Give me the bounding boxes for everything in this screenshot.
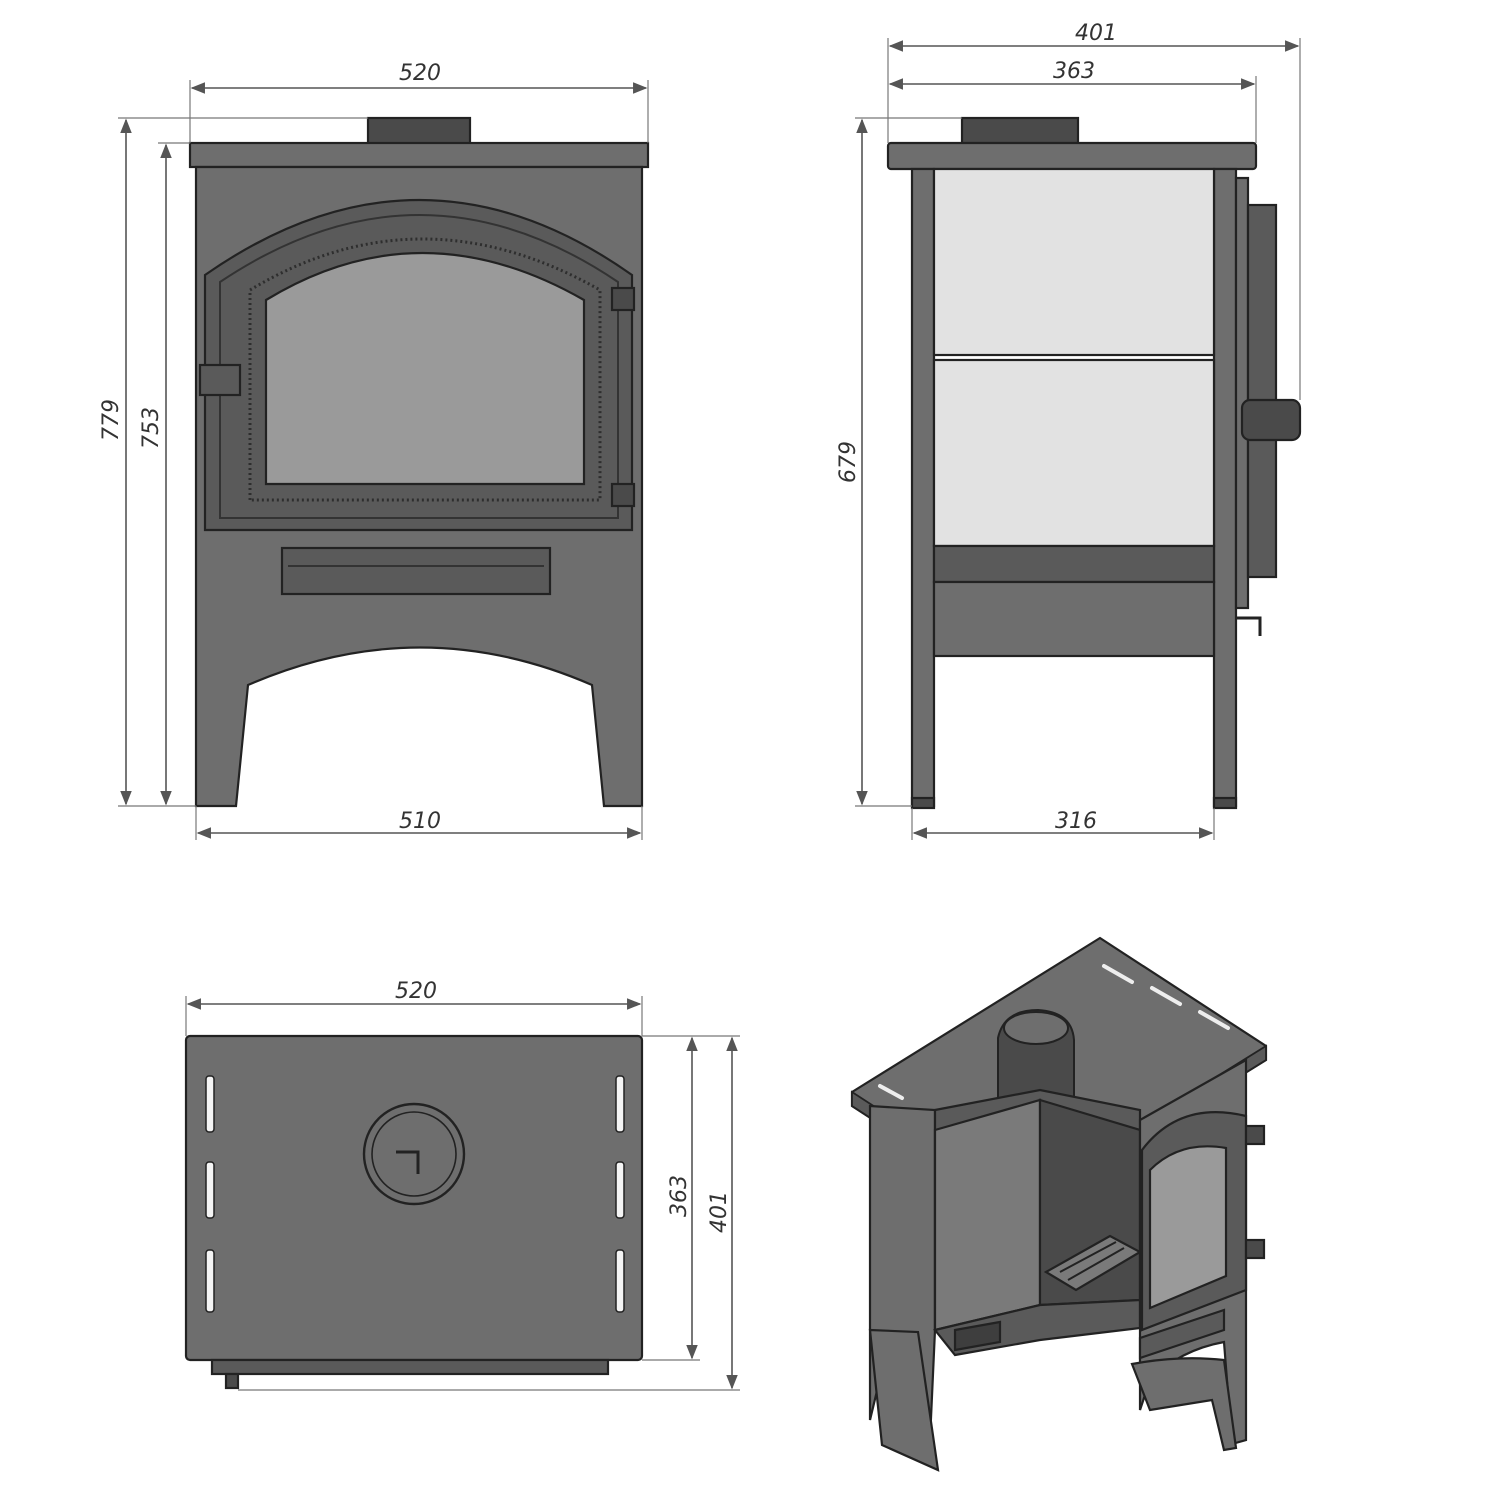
side-depth-total-label: 401 (1075, 21, 1117, 46)
side-rear-post (910, 167, 936, 808)
front-top-plate (188, 141, 650, 169)
front-door-hinge-upper (610, 286, 636, 312)
front-width-base-label: 510 (399, 809, 441, 834)
side-depth-base-label: 316 (1055, 809, 1097, 834)
front-door-handle (198, 363, 242, 397)
side-flue-collar (960, 116, 1080, 146)
iso-door-glass (1148, 1145, 1228, 1310)
front-width-top-label: 520 (399, 61, 441, 86)
top-depth-inner-label: 363 (667, 1175, 692, 1217)
side-depth-top-label: 363 (1053, 59, 1095, 84)
front-height-body-label: 753 (139, 407, 164, 449)
side-front-post (1212, 167, 1238, 808)
iso-slot-4 (878, 1084, 904, 1100)
iso-ash-slot (953, 1320, 1002, 1352)
top-view: 520 363 401 (184, 979, 740, 1391)
front-door-glass (264, 252, 586, 486)
top-door-handle-stub (224, 1372, 240, 1390)
top-vent-slot-right-3 (615, 1249, 625, 1313)
isometric-cutaway-view (850, 936, 1268, 1472)
iso-slot-2 (1150, 986, 1182, 1006)
top-vent-slot-left-2 (205, 1161, 215, 1219)
top-vent-slot-left-3 (205, 1249, 215, 1313)
side-front-foot (1212, 796, 1238, 810)
front-height-total-label: 779 (99, 399, 124, 441)
iso-door-hinge-upper (1244, 1124, 1266, 1146)
side-door-handle-profile (1240, 398, 1302, 442)
front-ash-pan (280, 546, 552, 596)
side-ash-lever (1236, 616, 1262, 636)
top-depth-total-label: 401 (707, 1191, 732, 1233)
iso-slot-3 (1198, 1010, 1230, 1030)
iso-slot-1 (1102, 964, 1134, 984)
top-vent-slot-right-1 (615, 1075, 625, 1133)
front-door-hinge-lower (610, 482, 636, 508)
top-flue-damper-mark (396, 1150, 420, 1174)
iso-right-leg (1130, 1357, 1238, 1452)
side-height-legs-label: 679 (836, 441, 861, 483)
top-flue-outlet-inner (371, 1111, 457, 1197)
iso-door-hinge-lower (1244, 1238, 1266, 1260)
iso-left-leg-arch (868, 1328, 940, 1472)
iso-flue-opening (1003, 1011, 1069, 1045)
side-base-skirt (932, 580, 1216, 658)
side-door-frame-profile (1246, 203, 1278, 579)
iso-grate-bars (1059, 1241, 1125, 1281)
top-flue-outlet (362, 1102, 466, 1206)
side-base-strip (932, 544, 1216, 584)
iso-ash-pan (1138, 1308, 1226, 1360)
front-door-inner-frame (219, 214, 619, 519)
top-vent-slot-left-1 (205, 1075, 215, 1133)
front-door-bead-trim (248, 237, 602, 502)
top-vent-slot-right-2 (615, 1161, 625, 1219)
side-rear-foot (910, 796, 936, 810)
side-panel-lower (932, 358, 1216, 548)
iso-inner-left-wall (933, 1098, 1042, 1332)
side-view: 401 363 679 316 (836, 21, 1302, 840)
front-flue-collar (366, 116, 472, 146)
side-panel-upper (932, 167, 1216, 357)
top-width-label: 520 (395, 979, 437, 1004)
top-door-lip (210, 1358, 610, 1376)
side-top-plate (886, 141, 1258, 171)
side-door-profile (1234, 176, 1250, 610)
front-view: 520 779 753 510 (99, 61, 650, 840)
